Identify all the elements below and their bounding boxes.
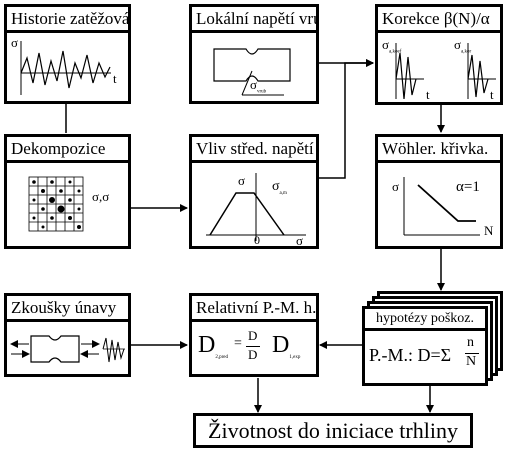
load-history-plot: [20, 41, 111, 95]
vliv-sigma-label: σa,m: [272, 179, 287, 196]
vliv-axis-x: σ: [296, 233, 304, 248]
relativni-frac-num: D: [248, 328, 258, 343]
relativni-d-left: D2,pred: [198, 332, 228, 360]
fatigue-test-icon: [10, 335, 125, 363]
wohler-alpha: α=1: [456, 179, 480, 195]
wohler-axis-x: N: [484, 223, 494, 238]
wohler-axis-y: σ: [392, 179, 400, 194]
box-dekompozice: Dekompozice σ,σ: [4, 134, 131, 249]
box-korekce-title: Korekce β(N)/α: [378, 7, 500, 33]
korekce-t-left: t: [426, 87, 430, 102]
arrow-vliv-korekce: [318, 59, 374, 179]
box-zivotnost: Životnost do iniciace trhliny: [193, 413, 473, 448]
hypotezy-frac-den: N: [466, 354, 477, 369]
notched-specimen-icon: [213, 48, 291, 96]
dekompozice-formula: σ,σ: [92, 189, 110, 204]
box-lokalni: Lokální napětí vrubu σvrub: [189, 4, 319, 104]
relativni-equals: =: [234, 336, 242, 351]
box-hypotezy-title: hypotézy poškoz.: [365, 309, 485, 331]
box-hypotezy: hypotézy poškoz. P.-M.: D=Σ n N: [362, 306, 488, 386]
korekce-t-right: t: [490, 87, 494, 102]
historie-axis-y: σ: [11, 35, 19, 50]
vliv-axis-y: σ: [238, 173, 246, 188]
lokalni-sigma: σvrub: [250, 77, 267, 95]
box-zivotnost-title: Životnost do iniciace trhliny: [208, 418, 458, 443]
box-wohler: Wöhler. křivka. σ α=1 N: [375, 134, 503, 249]
hypotezy-frac-bar: [465, 353, 479, 354]
box-historie-title: Historie zatěžování: [7, 7, 128, 33]
relativni-frac-den: D: [248, 347, 258, 362]
wohler-curve-plot: [403, 177, 480, 236]
box-zkousky: Zkoušky únavy: [4, 293, 131, 377]
box-relativni-title: Relativní P.-M. h.: [192, 296, 316, 322]
mean-stress-plot: [206, 173, 306, 241]
box-lokalni-title: Lokální napětí vrubu: [192, 7, 316, 33]
relativni-frac-bar: [246, 346, 260, 347]
korekce-sigma-left: σa,koef: [382, 37, 402, 55]
decomposition-matrix: [28, 176, 84, 232]
vliv-zero: 0: [254, 233, 260, 247]
historie-axis-x: t: [113, 71, 117, 86]
hypotezy-formula: P.-M.: D=Σ: [369, 345, 452, 365]
box-historie: Historie zatěžování σ t: [4, 4, 131, 104]
box-vliv-title: Vliv střed. napětí: [192, 137, 316, 163]
box-vliv: Vliv střed. napětí σ σa,m 0 σ: [189, 134, 319, 249]
hypotezy-frac-num: n: [467, 335, 474, 350]
relativni-d-right: D1,exp: [272, 332, 301, 360]
box-wohler-title: Wöhler. křivka.: [378, 137, 500, 163]
box-korekce: Korekce β(N)/α σa,koef σa,kor t t: [375, 4, 503, 105]
box-relativni: Relativní P.-M. h. D2,pred = D D D1,exp: [189, 293, 319, 377]
korekce-sigma-right: σa,kor: [454, 37, 472, 55]
box-zkousky-title: Zkoušky únavy: [7, 296, 128, 322]
box-dekompozice-title: Dekompozice: [7, 137, 128, 163]
correction-plots: [395, 43, 496, 100]
